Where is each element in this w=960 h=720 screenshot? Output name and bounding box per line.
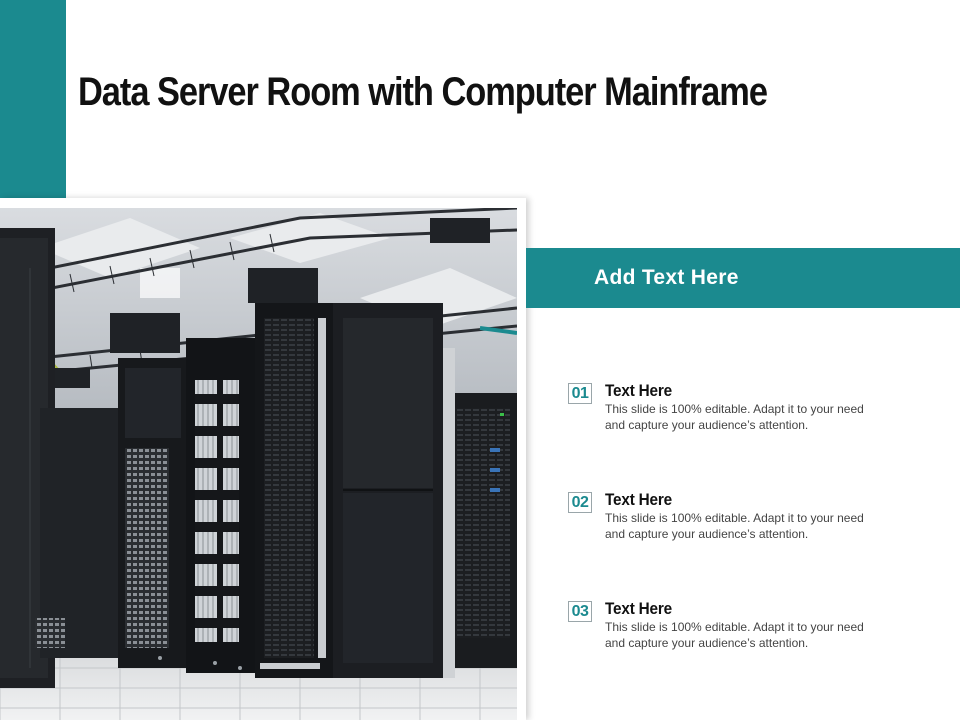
photo-frame <box>0 198 526 720</box>
accent-bar <box>0 0 66 208</box>
text-banner: Add Text Here <box>526 248 960 308</box>
item-title: Text Here <box>605 599 672 618</box>
item-description: This slide is 100% editable. Adapt it to… <box>605 620 864 650</box>
banner-label: Add Text Here <box>594 266 739 289</box>
list-item: 01 Text Here This slide is 100% editable… <box>568 381 928 441</box>
list-item: 03 Text Here This slide is 100% editable… <box>568 599 928 659</box>
item-number: 02 <box>568 492 592 513</box>
item-description: This slide is 100% editable. Adapt it to… <box>605 402 864 432</box>
list-item: 02 Text Here This slide is 100% editable… <box>568 490 928 550</box>
item-number: 01 <box>568 383 592 404</box>
item-number: 03 <box>568 601 592 622</box>
item-title: Text Here <box>605 381 672 400</box>
server-room-photo <box>0 208 517 720</box>
item-title: Text Here <box>605 490 672 509</box>
slide-title: Data Server Room with Computer Mainframe <box>78 70 768 114</box>
item-description: This slide is 100% editable. Adapt it to… <box>605 511 864 541</box>
